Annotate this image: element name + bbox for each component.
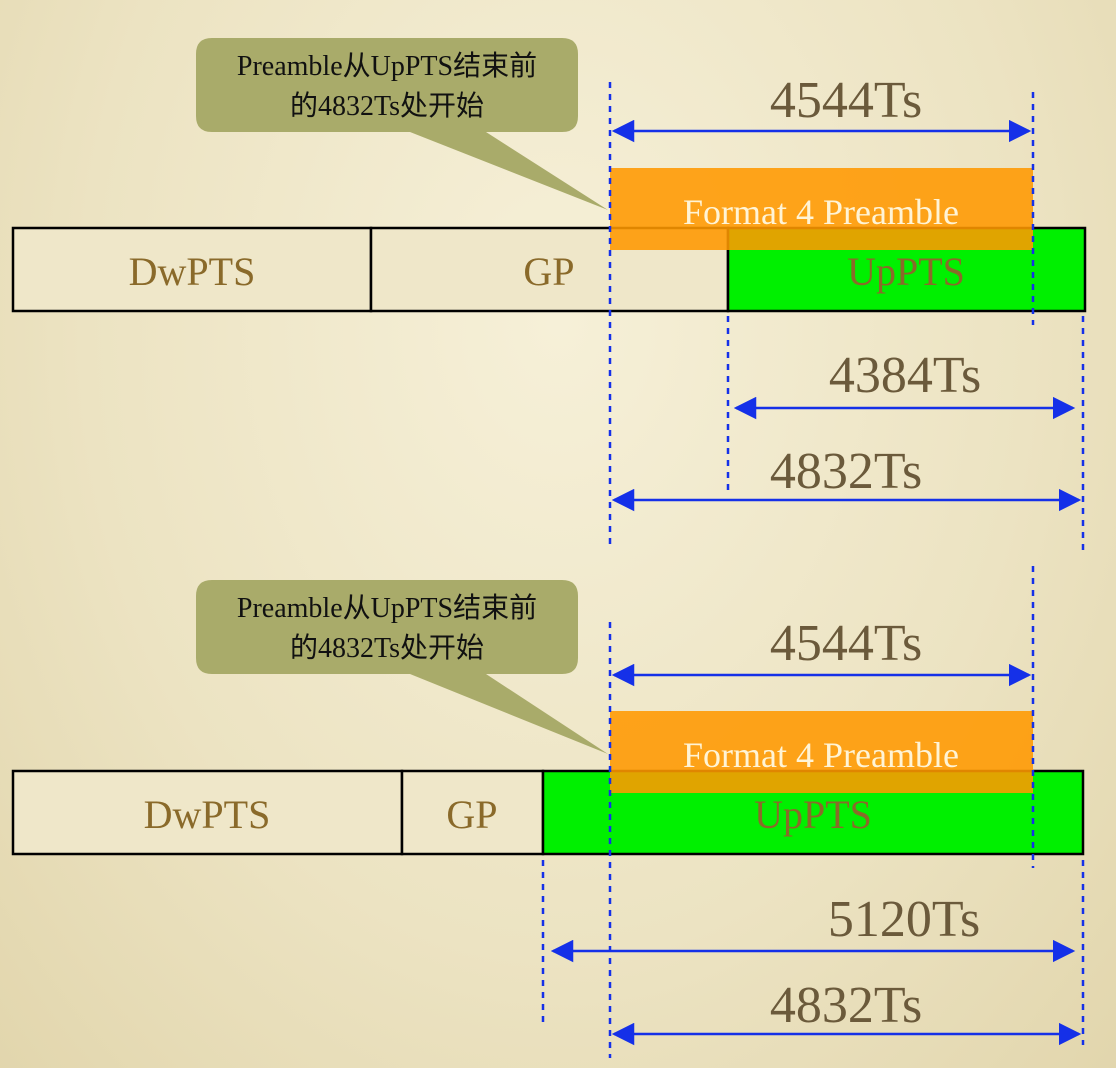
top-offset-dim-label: 4832Ts [770,443,922,500]
top-preamble-block [610,168,1033,250]
top-dwpts-label: DwPTS [129,249,256,294]
bottom-callout-bubble [196,580,608,754]
bottom-dwpts-segment [11,769,404,856]
top-preamble-dim-label: 4544Ts [770,72,922,129]
bottom-preamble-label: Format 4 Preamble [683,735,959,775]
top-uppts-dim-label: 4384Ts [829,347,981,404]
top-uppts-label: UpPTS [847,249,965,294]
top-preamble-label: Format 4 Preamble [683,192,959,232]
top-callout: Preamble从UpPTS结束前 的4832Ts处开始 [196,38,608,210]
top-dwpts-segment [11,226,373,313]
bottom-preamble-block [610,711,1033,793]
bottom-uppts-dim-label: 5120Ts [828,891,980,948]
bottom-diagram: Preamble从UpPTS结束前 的4832Ts处开始 DwPTS GP Up… [11,566,1085,1058]
bottom-callout-line2: 的4832Ts处开始 [290,632,484,664]
bottom-uppts-label: UpPTS [754,792,872,837]
bottom-dwpts-label: DwPTS [144,792,271,837]
bottom-callout-line1: Preamble从UpPTS结束前 [237,592,537,624]
top-diagram: Preamble从UpPTS结束前 的4832Ts处开始 DwPTS GP Up… [11,38,1087,550]
bottom-callout: Preamble从UpPTS结束前 的4832Ts处开始 [196,580,608,754]
top-callout-bubble [196,38,608,210]
top-gp-label: GP [523,249,574,294]
bottom-preamble-dim-label: 4544Ts [770,615,922,672]
top-callout-line1: Preamble从UpPTS结束前 [237,50,537,82]
bottom-gp-segment [400,769,545,856]
bottom-offset-dim-label: 4832Ts [770,977,922,1034]
top-callout-line2: 的4832Ts处开始 [290,90,484,122]
bottom-gp-label: GP [446,792,497,837]
